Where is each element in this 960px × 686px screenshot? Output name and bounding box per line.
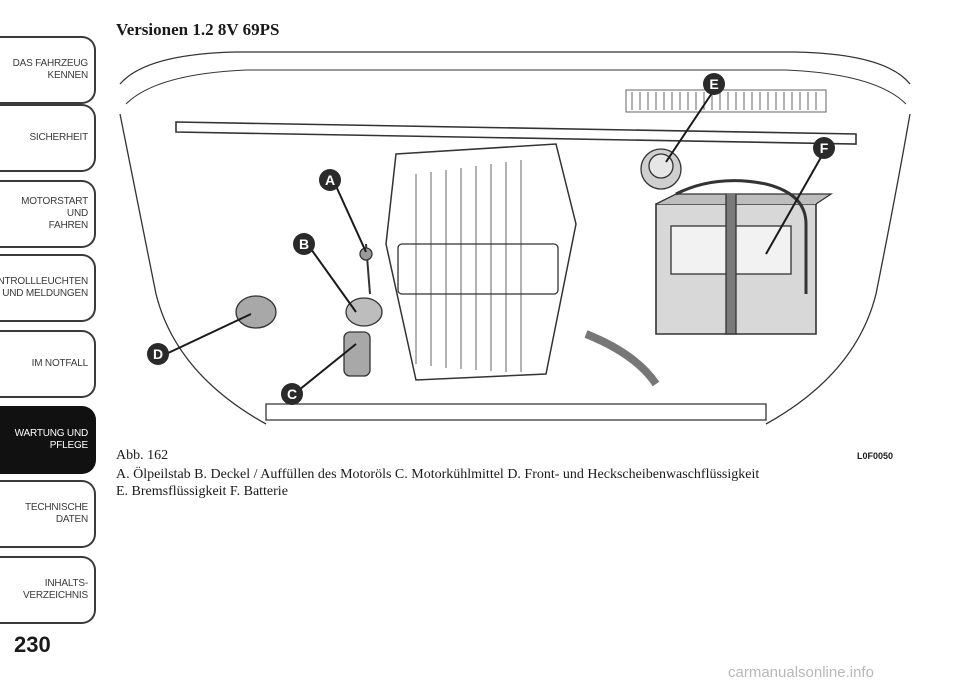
tab-kontrollleuchten[interactable]: KONTROLLLEUCHTEN UND MELDUNGEN [0, 254, 96, 322]
page-number: 230 [14, 632, 51, 657]
tab-label: KONTROLLLEUCHTEN UND MELDUNGEN [0, 276, 88, 299]
tab-label: INHALTS- VERZEICHNIS [22, 578, 88, 601]
figure-legend: A. Ölpeilstab B. Deckel / Auffüllen des … [116, 466, 916, 500]
tab-label: IM NOTFALL [31, 358, 89, 369]
tab-das-fahrzeug-kennen[interactable]: DAS FAHRZEUG KENNEN [0, 36, 96, 104]
callout-b-label: B [299, 236, 309, 252]
engine-bay-illustration: A B C D E F [119, 51, 911, 425]
tab-sicherheit[interactable]: SICHERHEIT [0, 104, 96, 172]
figure-code: L0F0050 [857, 451, 894, 461]
callout-c-label: C [287, 386, 297, 402]
tab-label: WARTUNG UND PFLEGE [14, 428, 89, 451]
callout-a-label: A [325, 172, 335, 188]
tab-im-notfall[interactable]: IM NOTFALL [0, 330, 96, 398]
tab-motorstart-und-fahren[interactable]: MOTORSTART UND FAHREN [0, 180, 96, 248]
callout-e-label: E [709, 76, 718, 92]
tab-label: TECHNISCHE DATEN [24, 502, 88, 525]
chapter-sidebar: DAS FAHRZEUG KENNEN SICHERHEIT MOTORSTAR… [0, 0, 100, 686]
callout-d-label: D [153, 346, 163, 362]
tab-label: MOTORSTART UND FAHREN [21, 196, 88, 231]
tab-label: SICHERHEIT [29, 132, 88, 143]
tab-inhaltsverzeichnis[interactable]: INHALTS- VERZEICHNIS [0, 556, 96, 624]
figure-caption: Abb. 162 [116, 448, 169, 463]
tab-label: DAS FAHRZEUG KENNEN [12, 58, 89, 81]
tab-wartung-und-pflege[interactable]: WARTUNG UND PFLEGE [0, 406, 96, 474]
callout-f-label: F [820, 140, 829, 156]
legend-line-2: E. Bremsflüssigkeit F. Batterie [116, 484, 288, 499]
legend-line-1: A. Ölpeilstab B. Deckel / Auffüllen des … [116, 467, 760, 482]
watermark: carmanualsonline.info [728, 664, 874, 681]
tab-technische-daten[interactable]: TECHNISCHE DATEN [0, 480, 96, 548]
section-title: Versionen 1.2 8V 69PS [116, 20, 280, 39]
